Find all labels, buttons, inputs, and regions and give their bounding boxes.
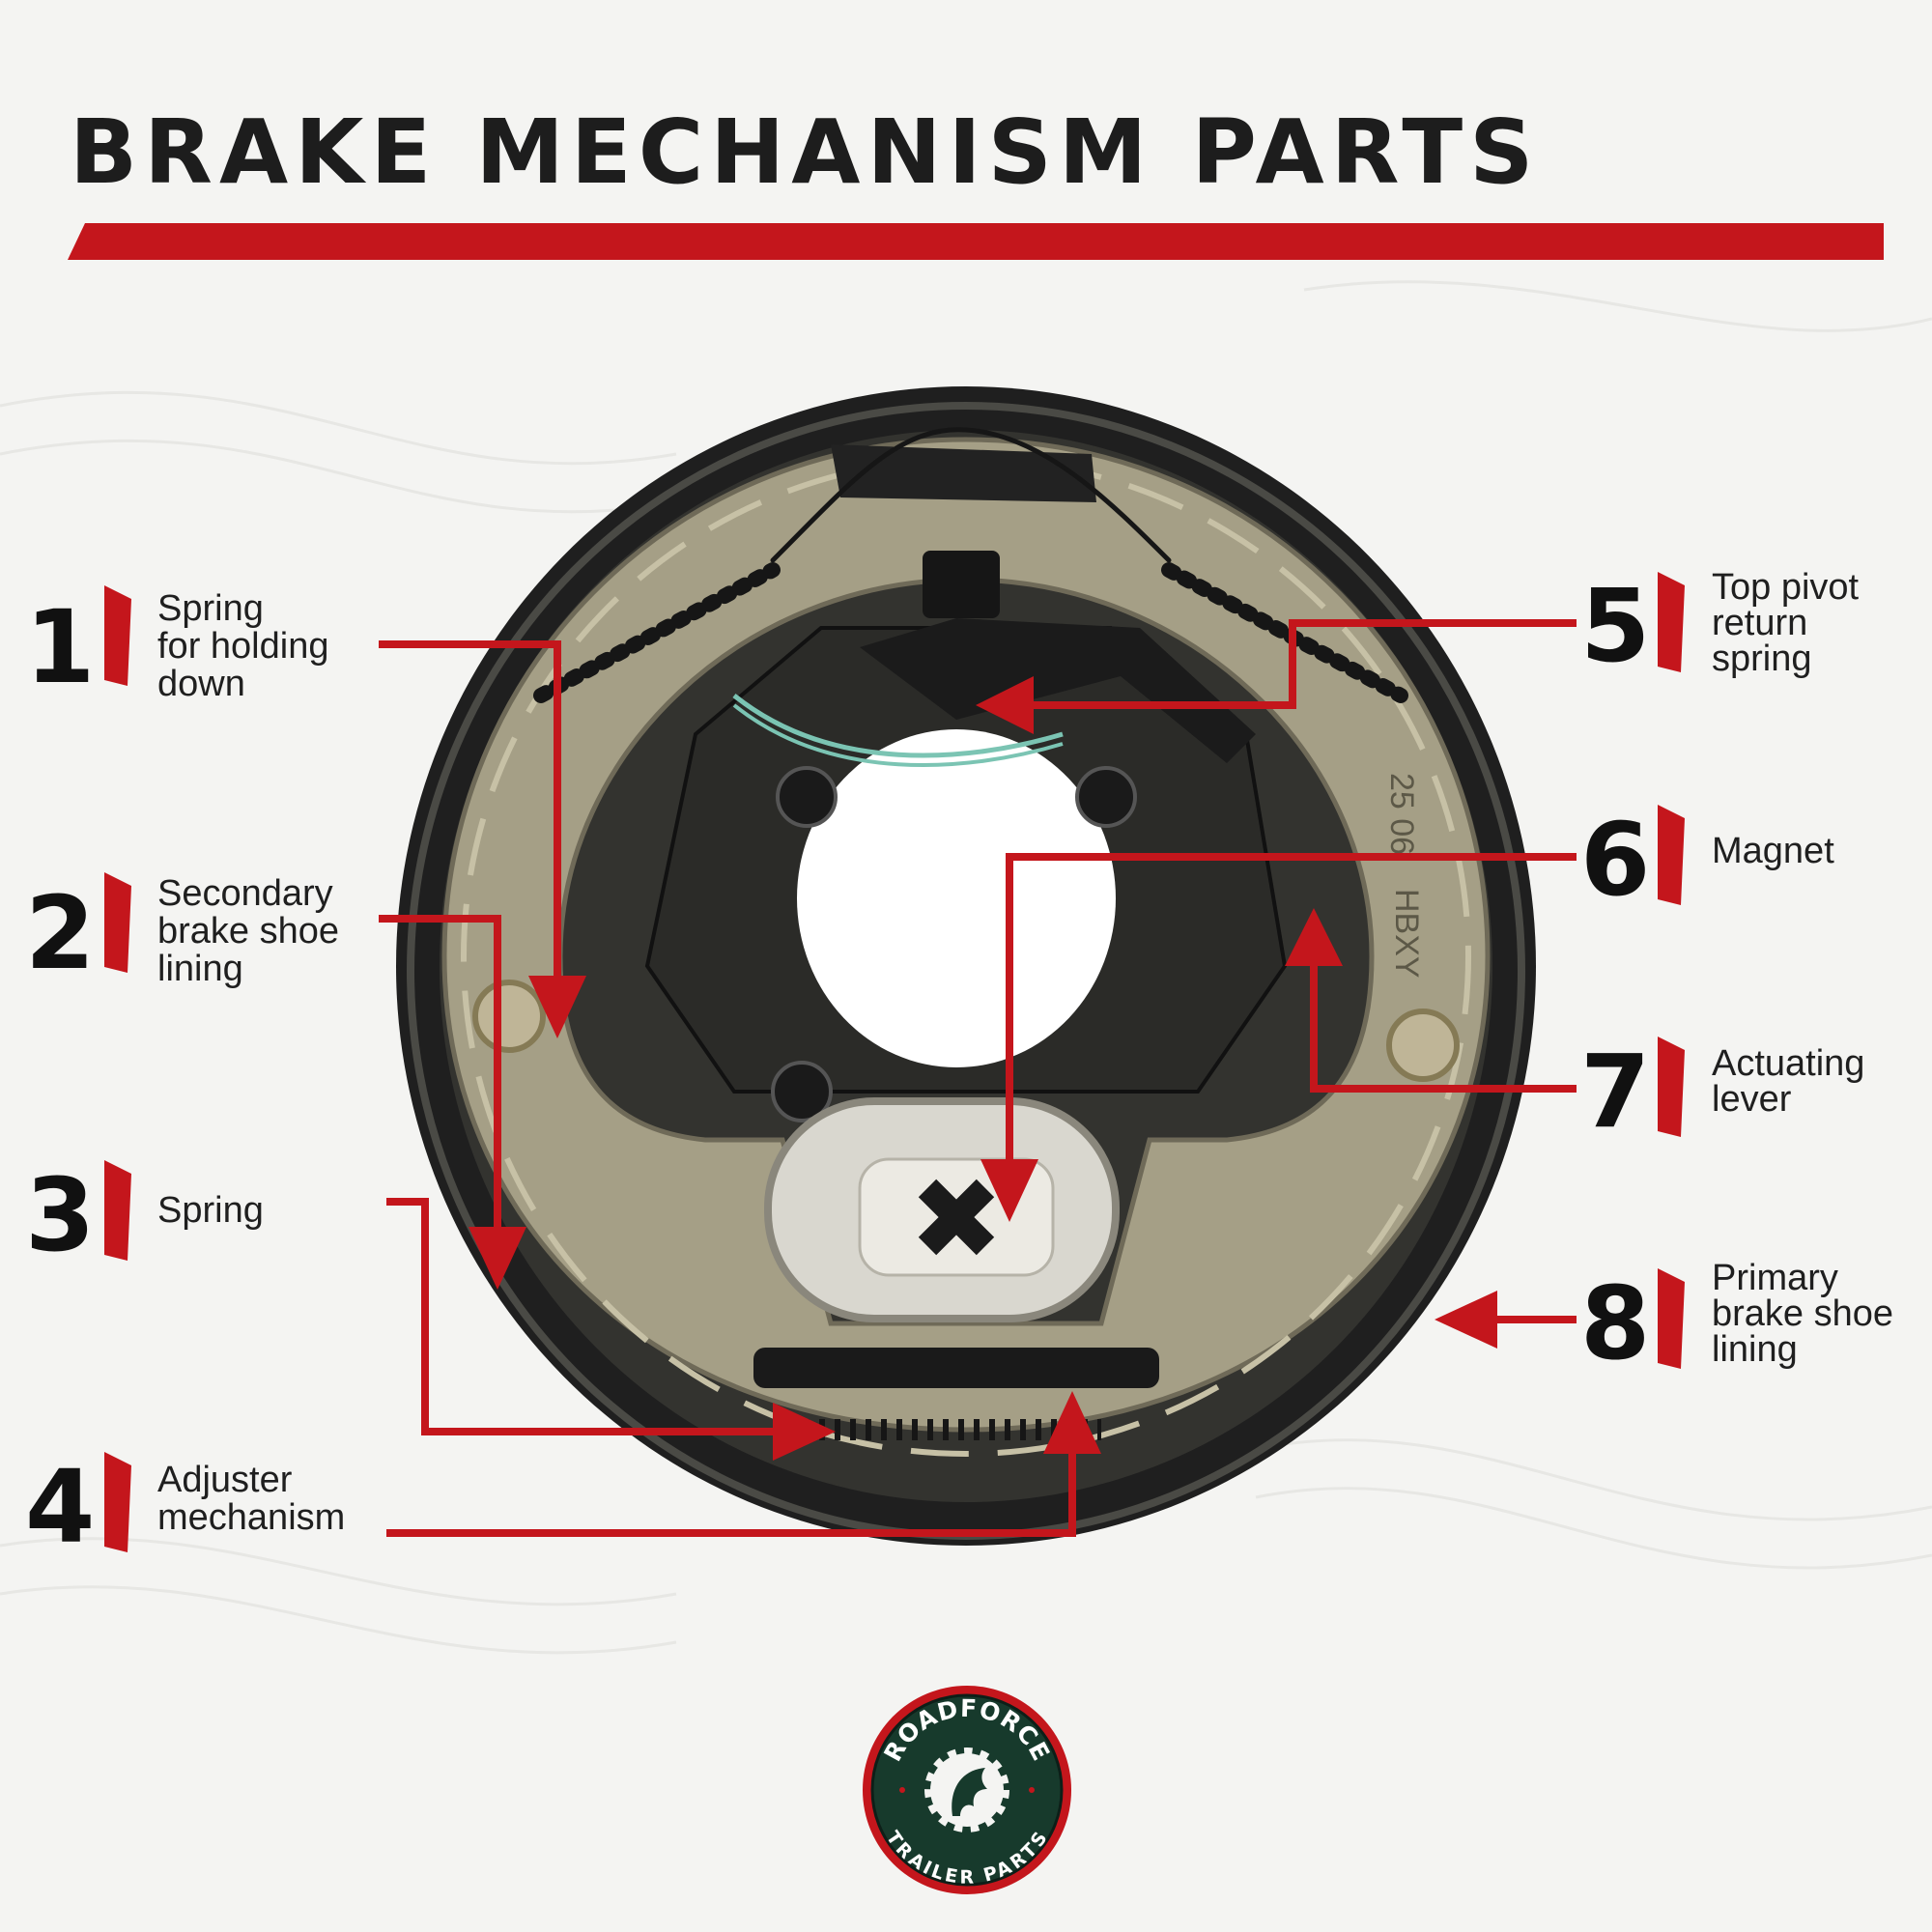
arrowhead-2 bbox=[469, 1227, 526, 1290]
leader-2 bbox=[379, 915, 501, 1246]
callout-tab-8 bbox=[1658, 1268, 1685, 1369]
callout-tab-3 bbox=[104, 1160, 131, 1261]
hub-opening bbox=[797, 729, 1116, 1067]
arrowhead-3 bbox=[773, 1403, 836, 1461]
callout-number-8: 8 bbox=[1580, 1264, 1651, 1382]
magnet bbox=[764, 1097, 1120, 1322]
stamp-code-2: HBXY bbox=[1388, 889, 1425, 979]
page-title: BRAKE MECHANISM PARTS bbox=[70, 100, 1541, 204]
callout-tab-2 bbox=[104, 872, 131, 973]
leader-3 bbox=[386, 1198, 773, 1435]
callout-tab-5 bbox=[1658, 572, 1685, 672]
callout-number-4: 4 bbox=[25, 1448, 96, 1566]
gear-horse-icon bbox=[924, 1747, 1009, 1833]
leader-1 bbox=[379, 640, 561, 995]
callout-number-1: 1 bbox=[25, 588, 96, 706]
callout-arrowheads bbox=[469, 676, 1497, 1461]
callout-number-3: 3 bbox=[25, 1156, 96, 1274]
callout-number-7: 7 bbox=[1580, 1033, 1651, 1151]
callout-tab-1 bbox=[104, 585, 131, 686]
hold-down-pins bbox=[472, 980, 1460, 1082]
leader-4 bbox=[386, 1435, 1076, 1537]
callout-tab-7 bbox=[1658, 1037, 1685, 1137]
callout-tab-4 bbox=[104, 1452, 131, 1552]
arrowhead-8 bbox=[1435, 1291, 1497, 1349]
arrowhead-5 bbox=[976, 676, 1034, 734]
callout-number-6: 6 bbox=[1580, 801, 1651, 919]
callout-tab-6 bbox=[1658, 805, 1685, 905]
callout-leaders bbox=[379, 619, 1577, 1537]
arrowhead-6 bbox=[980, 1159, 1038, 1222]
arrowhead-4 bbox=[1043, 1391, 1101, 1454]
leader-7 bbox=[1310, 947, 1577, 1093]
stamp-code-1: 25 06 bbox=[1383, 773, 1420, 855]
title-underline-bar bbox=[68, 223, 1884, 260]
return-springs bbox=[533, 427, 1408, 703]
arrowhead-1 bbox=[528, 976, 586, 1038]
arrowhead-7 bbox=[1285, 908, 1343, 966]
adjuster-and-spring bbox=[753, 1348, 1159, 1440]
roadforce-logo: ROADFORCE TRAILER PARTS bbox=[863, 1686, 1071, 1894]
leader-5 bbox=[1024, 619, 1577, 709]
callout-number-5: 5 bbox=[1580, 567, 1651, 685]
callout-label-6: Magnet bbox=[1712, 831, 1834, 871]
top-pivot bbox=[732, 444, 1256, 767]
leader-6 bbox=[1006, 853, 1577, 1179]
callout-label-3: Spring bbox=[157, 1190, 264, 1231]
callout-number-2: 2 bbox=[25, 874, 96, 992]
